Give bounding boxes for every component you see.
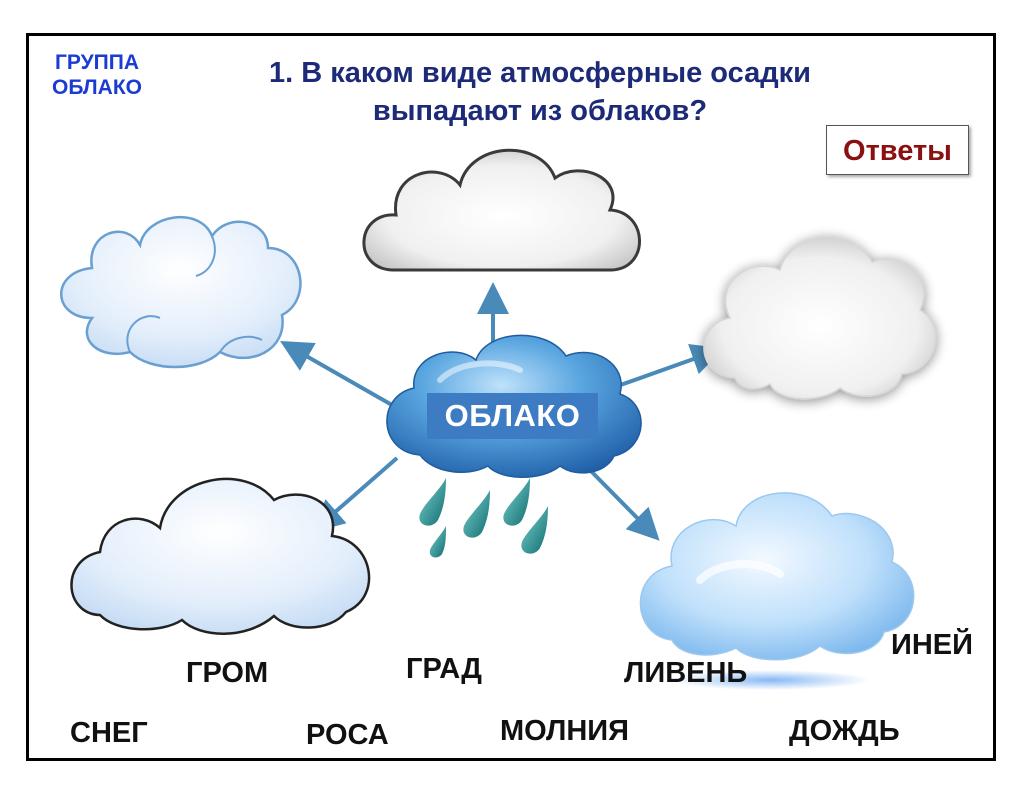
answer-word[interactable]: ДОЖДЬ (789, 715, 900, 747)
answers-button[interactable]: Ответы (826, 125, 969, 175)
group-label-line: ГРУППА (54, 51, 140, 74)
raindrop-icon (429, 526, 446, 558)
group-label: ГРУППА ОБЛАКО (44, 50, 150, 100)
cloud-icon (362, 148, 641, 272)
arrow-icon (580, 460, 660, 541)
arrow-icon (611, 343, 724, 390)
raindrops (419, 478, 548, 558)
raindrop-icon (463, 490, 490, 538)
question-line: выпадают из облаков? (372, 95, 708, 127)
answer-word[interactable]: ГРОМ (186, 657, 269, 689)
answer-word[interactable]: СНЕГ (70, 717, 148, 749)
cloud-icon (60, 215, 302, 369)
raindrop-icon (419, 478, 446, 526)
question-line: 1. В каком виде атмосферные осадки (269, 57, 811, 89)
answer-word[interactable]: РОСА (306, 719, 389, 751)
answer-word[interactable]: ИНЕЙ (891, 629, 973, 661)
raindrop-icon (503, 478, 530, 526)
answer-word[interactable]: ГРАД (406, 653, 482, 685)
arrow-icon (280, 341, 393, 407)
raindrop-icon (521, 506, 548, 554)
answer-word[interactable]: МОЛНИЯ (500, 715, 629, 747)
center-label: ОБЛАКО (427, 393, 598, 439)
group-label-line: ОБЛАКО (52, 76, 142, 99)
question-title: 1. В каком виде атмосферные осадки выпад… (180, 54, 900, 130)
cloud-icon (639, 492, 915, 690)
cloud-icon (70, 477, 371, 635)
answer-word[interactable]: ЛИВЕНЬ (624, 657, 748, 689)
cloud-icon (703, 236, 937, 400)
